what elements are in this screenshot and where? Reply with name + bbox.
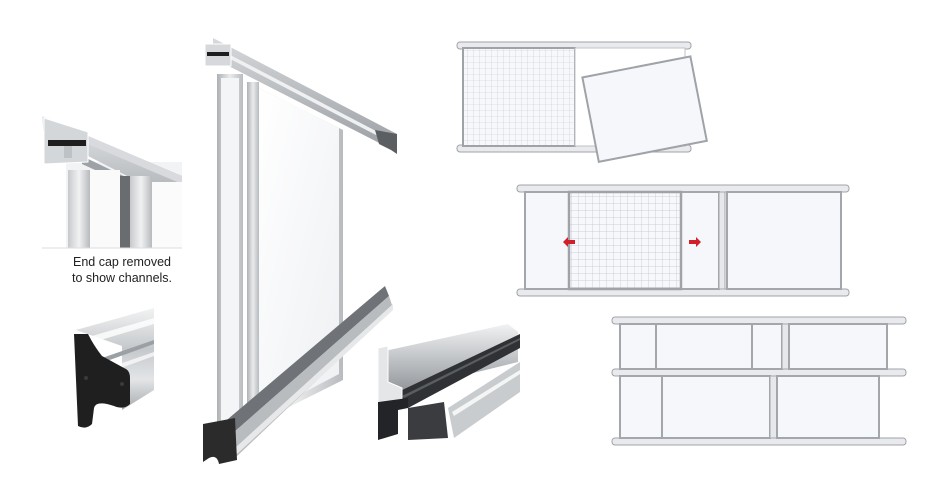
track-extrusion-illustration (377, 324, 520, 440)
sliding-panel-system-illustration (203, 38, 397, 464)
diagram-lift-out (456, 41, 708, 164)
caption-line-1: End cap removed (73, 255, 171, 269)
end-cap-caption: End cap removed to show channels. (56, 254, 188, 286)
diagram-sliding (516, 184, 850, 297)
diagram-two-tier (611, 316, 907, 446)
slide-right-arrow-icon (689, 237, 701, 247)
caption-line-2: to show channels. (71, 271, 173, 285)
end-cap-profile-illustration (74, 308, 154, 428)
end-cap-detail-illustration (42, 116, 182, 249)
slide-left-arrow-icon (563, 237, 575, 247)
